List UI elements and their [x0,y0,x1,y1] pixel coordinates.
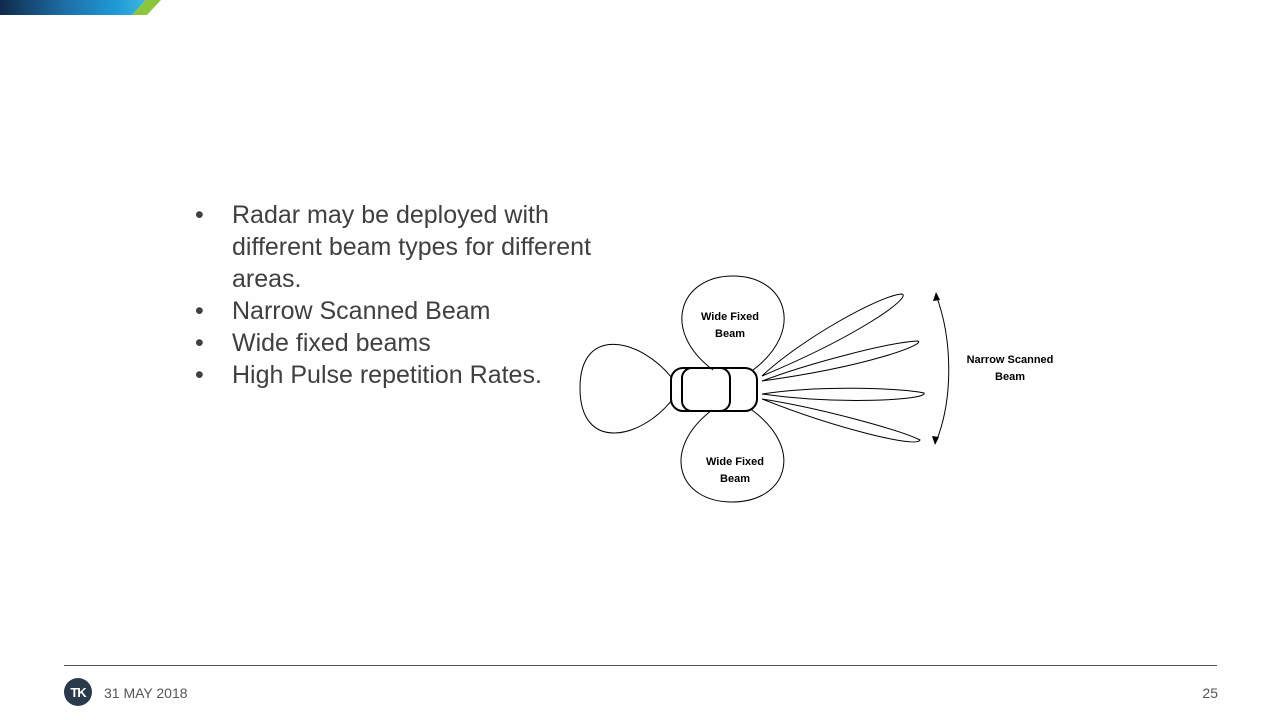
vehicle-body [670,367,758,412]
rear-wide-beam [579,343,673,434]
scanned-beam-label-line2: Beam [995,371,1025,383]
narrow-beam-lobe [761,340,920,382]
bullet-item: • High Pulse repetition Rates. [195,359,615,391]
bullet-text: Radar may be deployed with different bea… [232,201,592,293]
bullet-item: • Narrow Scanned Beam [195,295,615,327]
bullet-dot: • [195,201,204,229]
footer-date: 31 MAY 2018 [104,685,188,701]
bullet-item: • Wide fixed beams [195,327,615,359]
footer-divider [64,665,1217,666]
top-beam-label-line1: Wide Fixed [701,311,759,323]
bullet-list: • Radar may be deployed with different be… [195,199,615,391]
bottom-beam-label-line2: Beam [720,473,750,485]
narrow-beam-lobe [761,293,904,377]
company-logo: TK [64,678,92,706]
vehicle-cabin [681,367,731,412]
accent-bar-green [132,0,161,15]
bullet-dot: • [195,297,204,325]
scan-arrow-head-bottom [932,436,939,445]
bottom-wide-fixed-beam [680,409,785,503]
top-accent-bar [0,0,161,15]
bullet-text: Narrow Scanned Beam [232,297,491,325]
scanned-beam-label-line1: Narrow Scanned [967,354,1054,366]
narrow-beam-lobe [761,398,921,443]
bullet-dot: • [195,361,204,389]
scan-arc [935,294,950,443]
page-number: 25 [1202,685,1218,701]
bottom-beam-label-line1: Wide Fixed [706,456,764,468]
narrow-beam-lobe [761,387,925,401]
top-wide-fixed-beam [681,275,785,371]
bullet-item: • Radar may be deployed with different be… [195,199,615,295]
bullet-text: High Pulse repetition Rates. [232,361,542,389]
bullet-text: Wide fixed beams [232,329,431,357]
top-beam-label-line2: Beam [715,328,745,340]
accent-bar-blue [0,0,146,15]
bullet-dot: • [195,329,204,357]
scan-arrow-head-top [933,292,940,301]
